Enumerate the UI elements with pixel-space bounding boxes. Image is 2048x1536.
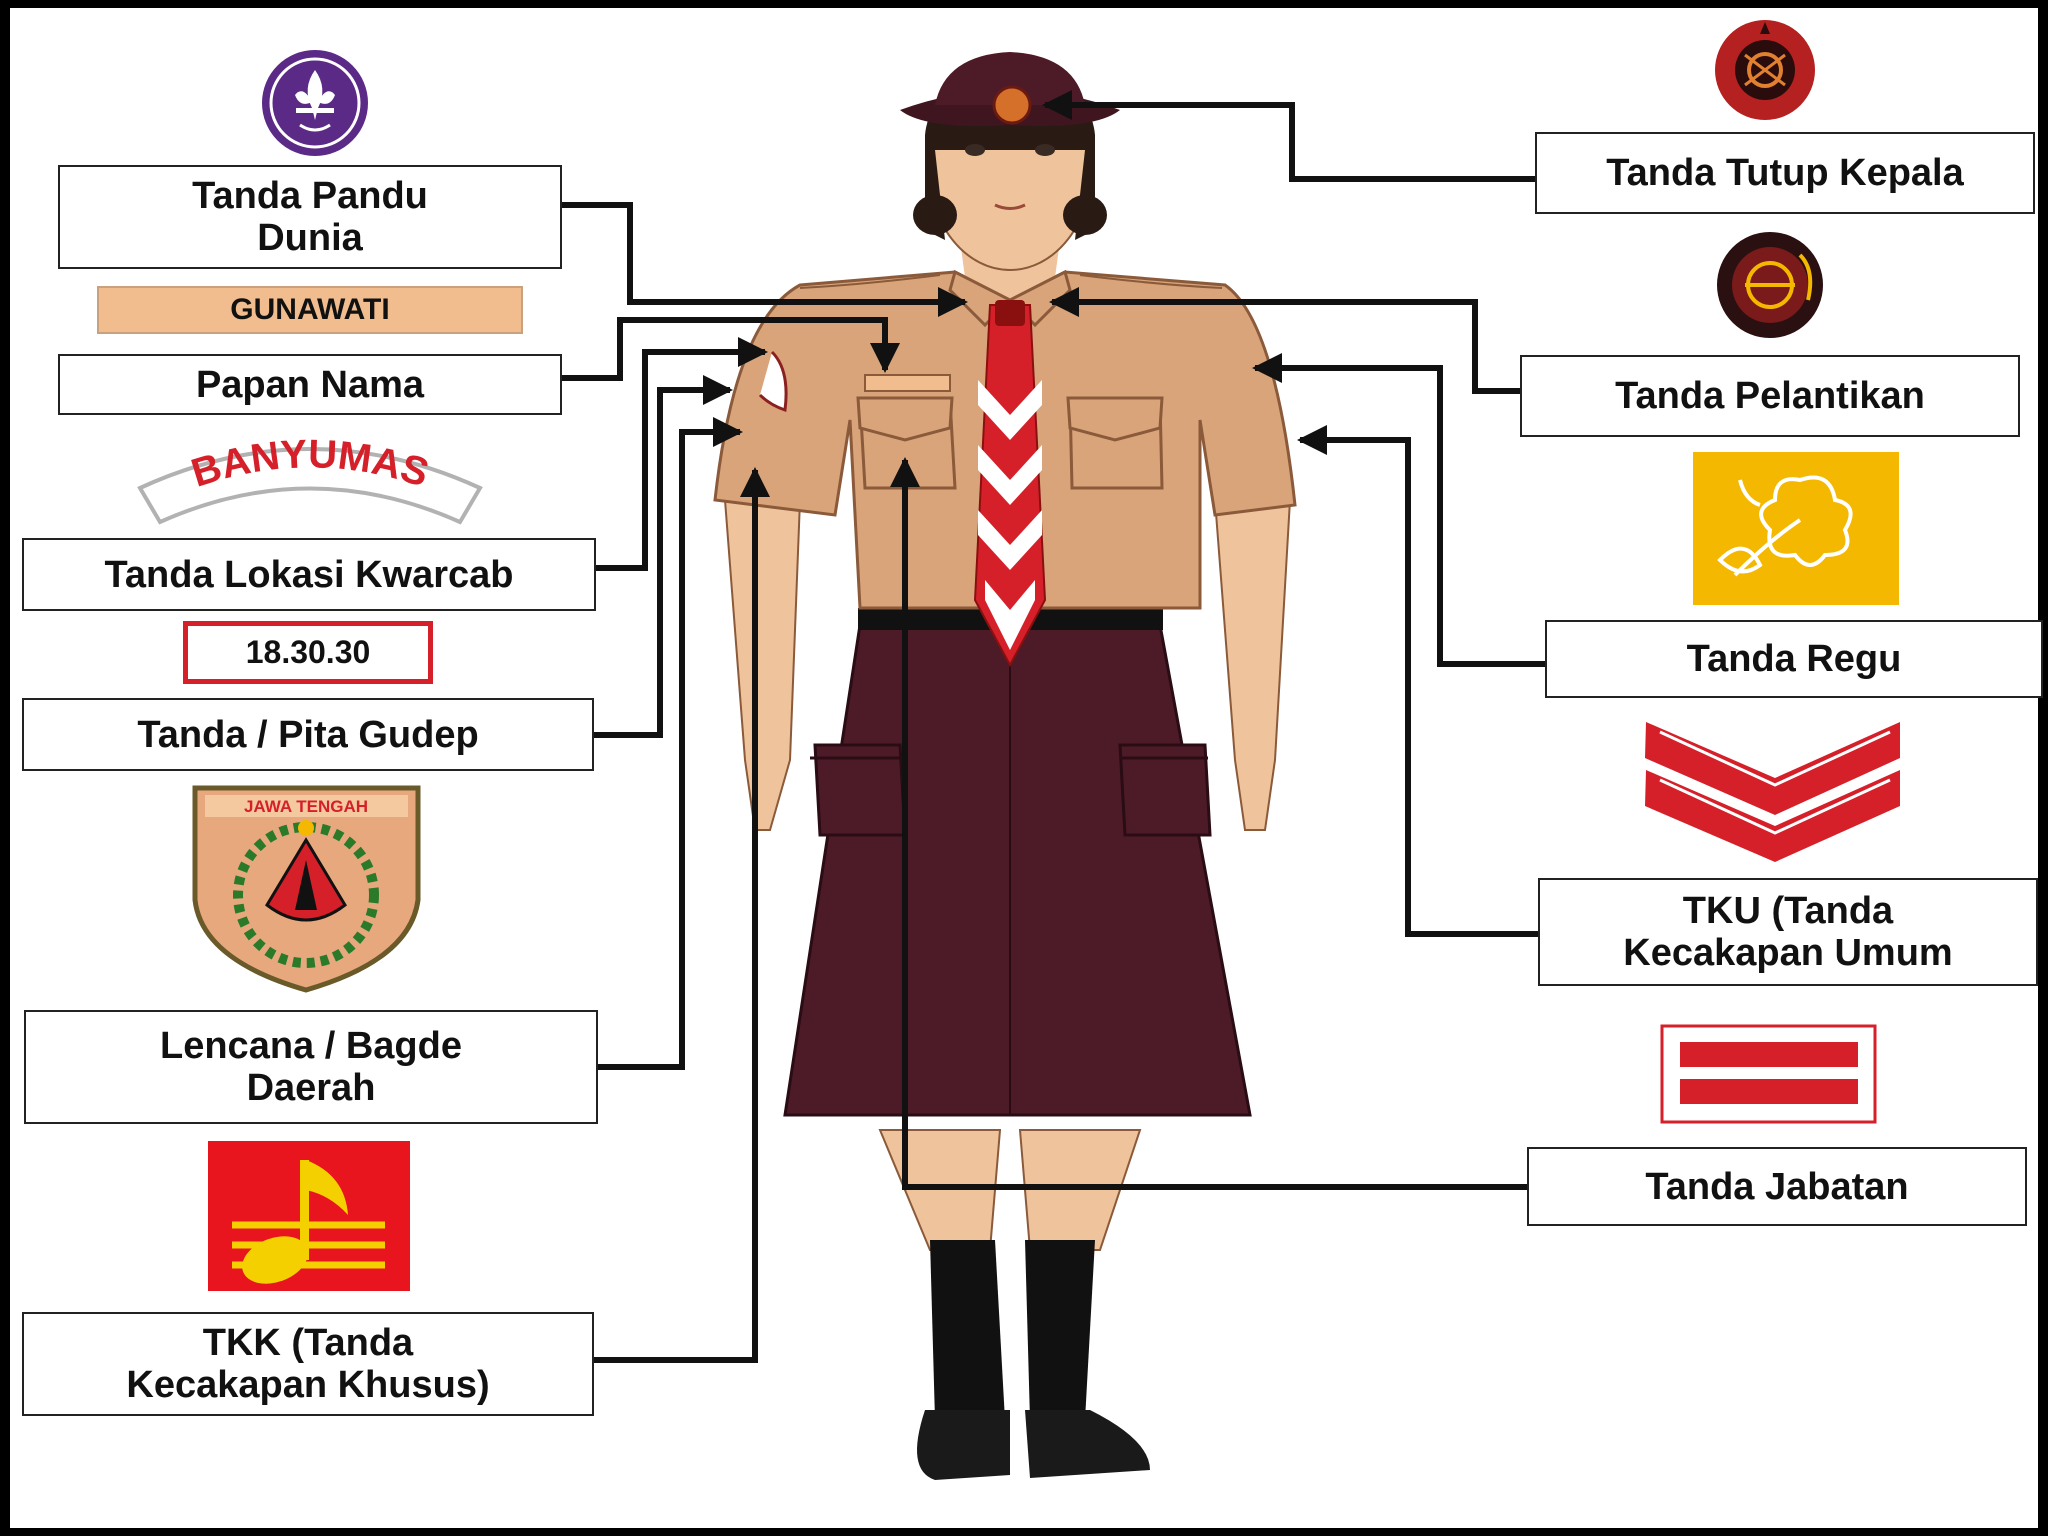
arrow-lencana-daerah: [598, 417, 743, 1070]
flower-icon: [1693, 452, 1899, 605]
left-shoe: [917, 1410, 1010, 1480]
gudep-number-badge: 18.30.30: [183, 621, 433, 684]
label-tanda-pandu-dunia: Tanda Pandu Dunia: [58, 165, 562, 269]
label-tanda-pelantikan: Tanda Pelantikan: [1520, 355, 2020, 437]
label-tanda-tutup-kepala: Tanda Tutup Kepala: [1535, 132, 2035, 214]
arrow-tutup-kepala: [1042, 90, 1535, 182]
label-tanda-regu: Tanda Regu: [1545, 620, 2043, 698]
province-shield-text: JAWA TENGAH: [244, 797, 368, 816]
arrow-lokasi-kwarcab: [596, 337, 768, 571]
label-tanda-pita-gudep: Tanda / Pita Gudep: [22, 698, 594, 771]
connector-lines: [562, 90, 1545, 1363]
arrow-regu: [1252, 353, 1545, 667]
label-lencana-bagde-daerah: Lencana / Bagde Daerah: [24, 1010, 598, 1124]
label-tanda-lokasi-kwarcab: Tanda Lokasi Kwarcab: [22, 538, 596, 611]
arrow-jabatan: [890, 457, 1527, 1190]
right-sock: [1025, 1240, 1095, 1420]
skirt-right-pocket: [1118, 743, 1212, 837]
pelantikan-badge-icon: [1717, 232, 1823, 338]
label-papan-nama: Papan Nama: [58, 354, 562, 415]
world-scout-emblem-icon: [262, 50, 368, 156]
name-plate-badge: GUNAWATI: [97, 286, 523, 334]
label-tkk: TKK (Tanda Kecakapan Khusus): [22, 1312, 594, 1416]
skirt: [783, 623, 1252, 1117]
left-sock: [930, 1240, 1005, 1420]
cap-badge-icon: [1715, 20, 1815, 120]
label-tanda-jabatan: Tanda Jabatan: [1527, 1147, 2027, 1226]
location-patch-icon: BANYUMAS: [137, 432, 483, 525]
arrow-pandu-dunia: [562, 202, 968, 317]
arrow-papan-nama: [562, 317, 900, 381]
arrow-tkk: [594, 467, 770, 1363]
right-arm: [1213, 499, 1292, 831]
scout-figure: [713, 52, 1297, 1480]
label-tku: TKU (Tanda Kecakapan Umum: [1538, 878, 2038, 986]
arrow-pelantikan: [1049, 287, 1520, 394]
chevron-icon: [1645, 722, 1900, 862]
position-bars-icon: [1660, 1024, 1877, 1124]
left-arm: [723, 499, 802, 831]
music-note-icon: [208, 1141, 410, 1291]
province-shield-icon: JAWA TENGAH: [192, 785, 421, 993]
right-shoe: [1025, 1410, 1150, 1478]
arrow-tku: [1297, 425, 1538, 937]
arrow-pita-gudep: [594, 375, 733, 738]
